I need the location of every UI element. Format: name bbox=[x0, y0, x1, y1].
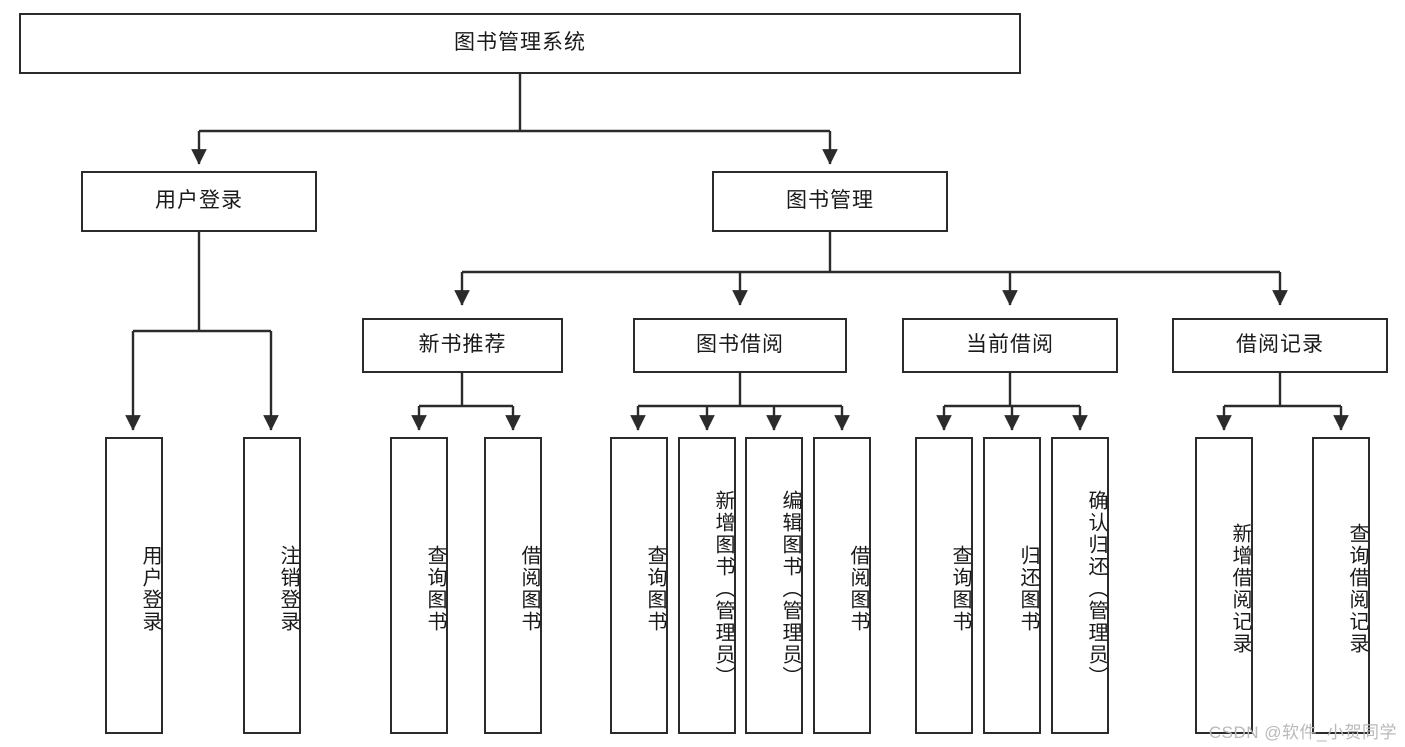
leaf-borrow-query-book-label: 查询图书 bbox=[644, 544, 666, 633]
leaf-user-login-signout[interactable]: 注销登录 bbox=[243, 437, 301, 734]
node-current-borrow-label: 当前借阅 bbox=[966, 333, 1054, 357]
node-root[interactable]: 图书管理系统 bbox=[19, 13, 1021, 74]
leaf-borrow-add-book[interactable]: 新增图书（管理员） bbox=[678, 437, 736, 734]
leaf-current-confirm-return-label: 确认归还（管理员） bbox=[1085, 489, 1107, 688]
csdn-watermark: CSDN @软件_小贺同学 bbox=[1208, 723, 1397, 742]
node-user-login-label: 用户登录 bbox=[155, 189, 243, 213]
node-root-label: 图书管理系统 bbox=[454, 31, 586, 55]
leaf-borrow-edit-book-label: 编辑图书（管理员） bbox=[779, 489, 801, 688]
node-book-management[interactable]: 图书管理 bbox=[712, 171, 948, 232]
leaf-record-add-label: 新增借阅记录 bbox=[1229, 522, 1251, 655]
node-borrow-record-label: 借阅记录 bbox=[1236, 333, 1324, 357]
leaf-borrow-add-book-label: 新增图书（管理员） bbox=[712, 489, 734, 688]
node-book-borrow[interactable]: 图书借阅 bbox=[633, 318, 847, 373]
leaf-current-query-book[interactable]: 查询图书 bbox=[915, 437, 973, 734]
leaf-borrow-borrow-book-label: 借阅图书 bbox=[847, 544, 869, 633]
leaf-borrow-borrow-book[interactable]: 借阅图书 bbox=[813, 437, 871, 734]
leaf-borrow-query-book[interactable]: 查询图书 bbox=[610, 437, 668, 734]
leaf-user-login-signin-label: 用户登录 bbox=[139, 544, 161, 633]
leaf-current-confirm-return[interactable]: 确认归还（管理员） bbox=[1051, 437, 1109, 734]
node-borrow-record[interactable]: 借阅记录 bbox=[1172, 318, 1388, 373]
leaf-new-book-query-label: 查询图书 bbox=[424, 544, 446, 633]
leaf-current-return-book-label: 归还图书 bbox=[1017, 544, 1039, 633]
node-current-borrow[interactable]: 当前借阅 bbox=[902, 318, 1118, 373]
leaf-new-book-borrow-label: 借阅图书 bbox=[518, 544, 540, 633]
leaf-borrow-edit-book[interactable]: 编辑图书（管理员） bbox=[745, 437, 803, 734]
node-new-book-recommend-label: 新书推荐 bbox=[418, 333, 507, 357]
node-new-book-recommend[interactable]: 新书推荐 bbox=[362, 318, 563, 373]
node-book-borrow-label: 图书借阅 bbox=[696, 333, 784, 357]
leaf-user-login-signout-label: 注销登录 bbox=[277, 544, 299, 633]
leaf-record-query-label: 查询借阅记录 bbox=[1346, 522, 1368, 655]
leaf-new-book-borrow[interactable]: 借阅图书 bbox=[484, 437, 542, 734]
node-book-management-label: 图书管理 bbox=[786, 189, 874, 213]
leaf-record-add[interactable]: 新增借阅记录 bbox=[1195, 437, 1253, 734]
leaf-current-query-book-label: 查询图书 bbox=[949, 544, 971, 633]
leaf-new-book-query[interactable]: 查询图书 bbox=[390, 437, 448, 734]
node-user-login[interactable]: 用户登录 bbox=[81, 171, 317, 232]
leaf-current-return-book[interactable]: 归还图书 bbox=[983, 437, 1041, 734]
leaf-record-query[interactable]: 查询借阅记录 bbox=[1312, 437, 1370, 734]
leaf-user-login-signin[interactable]: 用户登录 bbox=[105, 437, 163, 734]
